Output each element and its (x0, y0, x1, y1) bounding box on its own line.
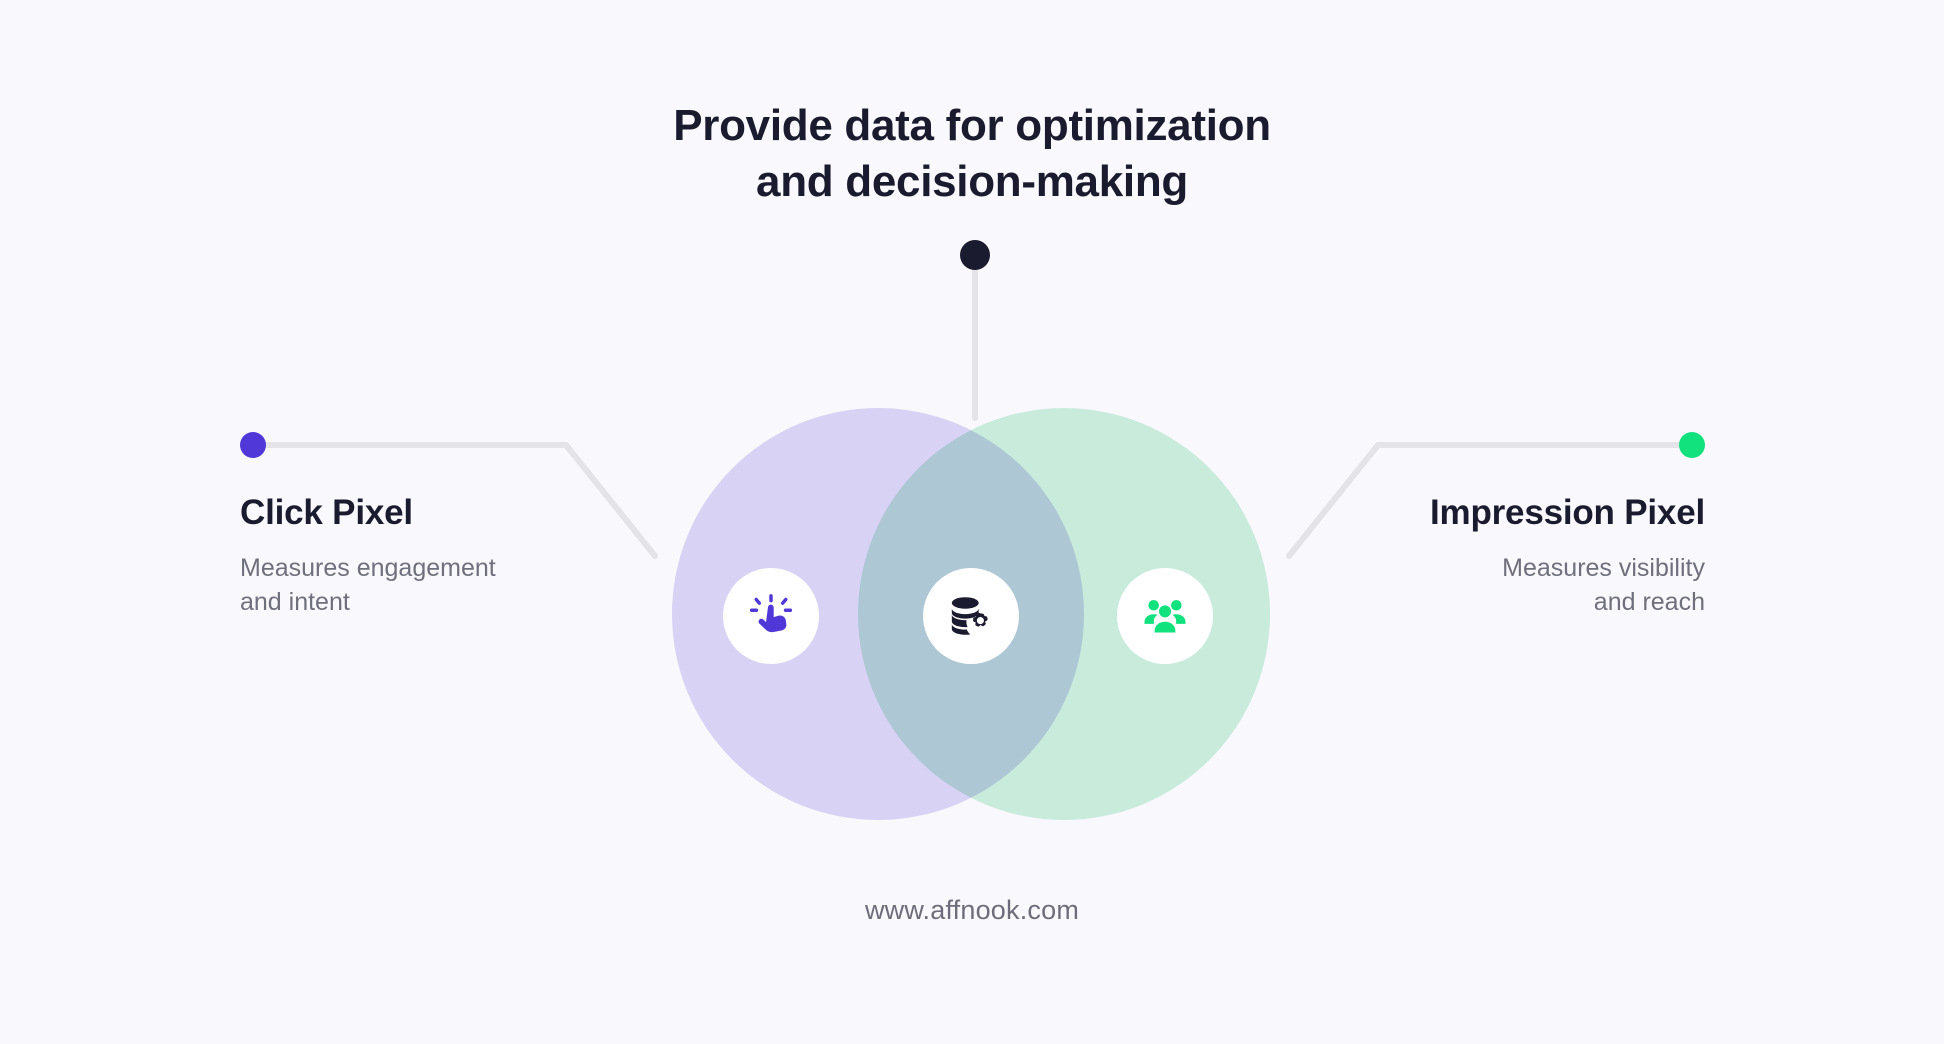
click-pixel-subtitle-line-2: and intent (240, 587, 350, 616)
page-title-line-1: Provide data for optimization (673, 101, 1271, 150)
impression-pixel-subtitle-line-2: and reach (1593, 587, 1705, 616)
click-pixel-subtitle-line-1: Measures engagement (240, 554, 496, 582)
impression-pixel-subtitle-line-1: Measures visibility (1502, 554, 1705, 582)
click-pixel-icon-bubble (723, 568, 819, 664)
impression-pixel-title: Impression Pixel (1430, 493, 1705, 532)
impression-pixel-subtitle: Measures visibility and reach (1285, 552, 1705, 619)
page-title: Provide data for optimization and decisi… (0, 98, 1944, 211)
impression-pixel-icon-bubble (1117, 568, 1213, 664)
click-tap-icon (748, 593, 794, 639)
users-group-icon (1142, 593, 1188, 639)
database-gear-icon (948, 593, 994, 639)
click-pixel-subtitle: Measures engagement and intent (240, 552, 660, 619)
left-node-dot (240, 432, 266, 458)
top-node-dot (960, 240, 990, 270)
impression-pixel-label-block: Impression Pixel Measures visibility and… (1285, 492, 1705, 619)
right-node-dot (1679, 432, 1705, 458)
click-pixel-label-block: Click Pixel Measures engagement and inte… (240, 492, 660, 619)
click-pixel-title: Click Pixel (240, 493, 413, 532)
page-title-line-2: and decision-making (756, 157, 1188, 207)
footer-url: www.affnook.com (864, 895, 1080, 925)
data-icon-bubble (923, 568, 1019, 664)
